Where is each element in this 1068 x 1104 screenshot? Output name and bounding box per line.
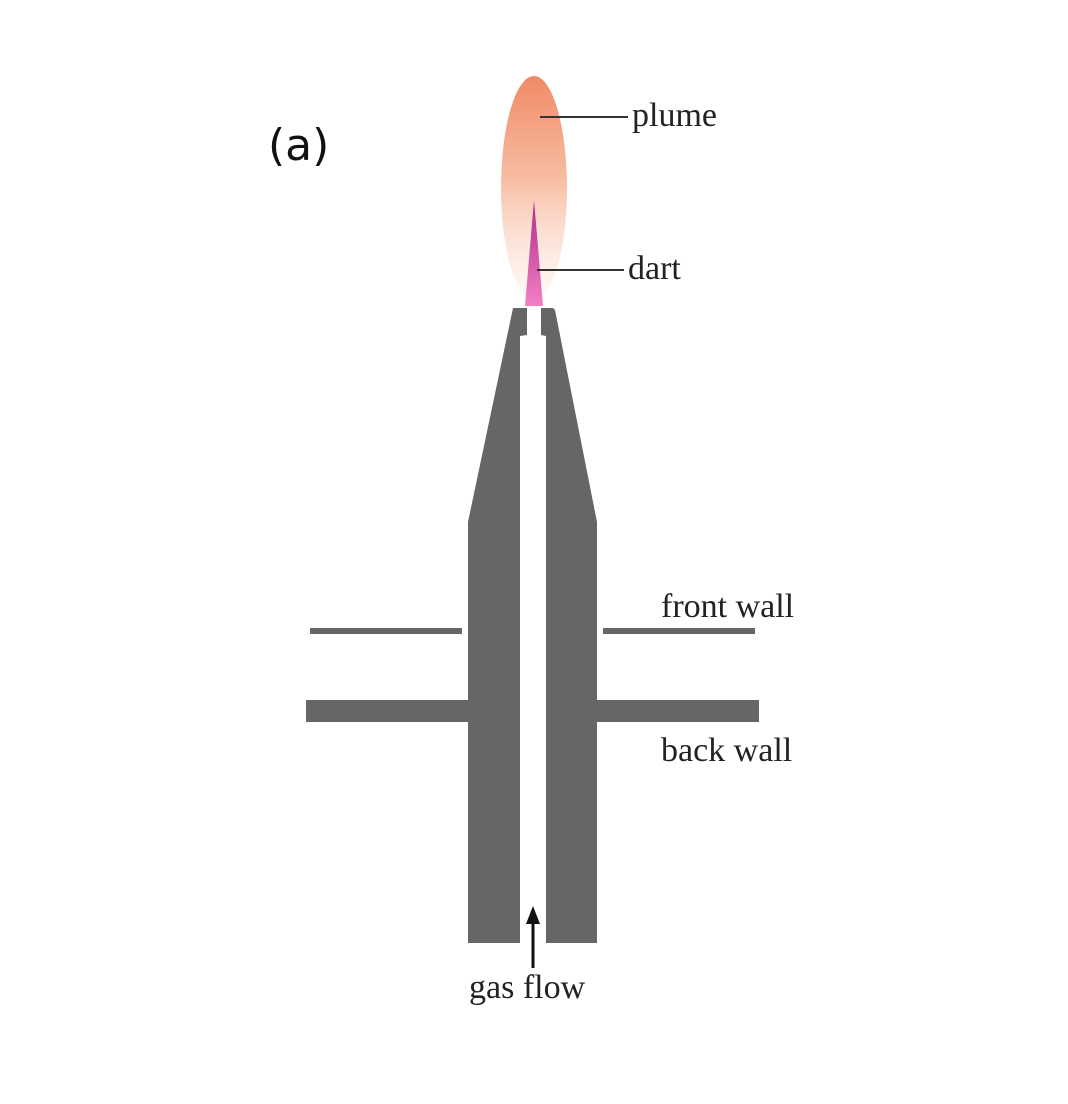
back-wall-left bbox=[306, 700, 468, 722]
dart-label: dart bbox=[628, 250, 681, 287]
nozzle-left-half bbox=[468, 308, 527, 943]
back-wall-right bbox=[597, 700, 759, 722]
nozzle-right-half bbox=[541, 308, 597, 943]
gas-flow-label: gas flow bbox=[469, 969, 586, 1006]
back-wall-label: back wall bbox=[661, 732, 792, 769]
plume bbox=[501, 76, 567, 300]
gas-flow-arrow-head bbox=[526, 906, 540, 924]
front-wall-left bbox=[310, 628, 462, 634]
panel-label: (a) bbox=[268, 120, 329, 171]
front-wall-right bbox=[603, 628, 755, 634]
dart bbox=[525, 200, 543, 306]
plume-label: plume bbox=[632, 97, 717, 134]
front-wall-label: front wall bbox=[661, 588, 794, 625]
